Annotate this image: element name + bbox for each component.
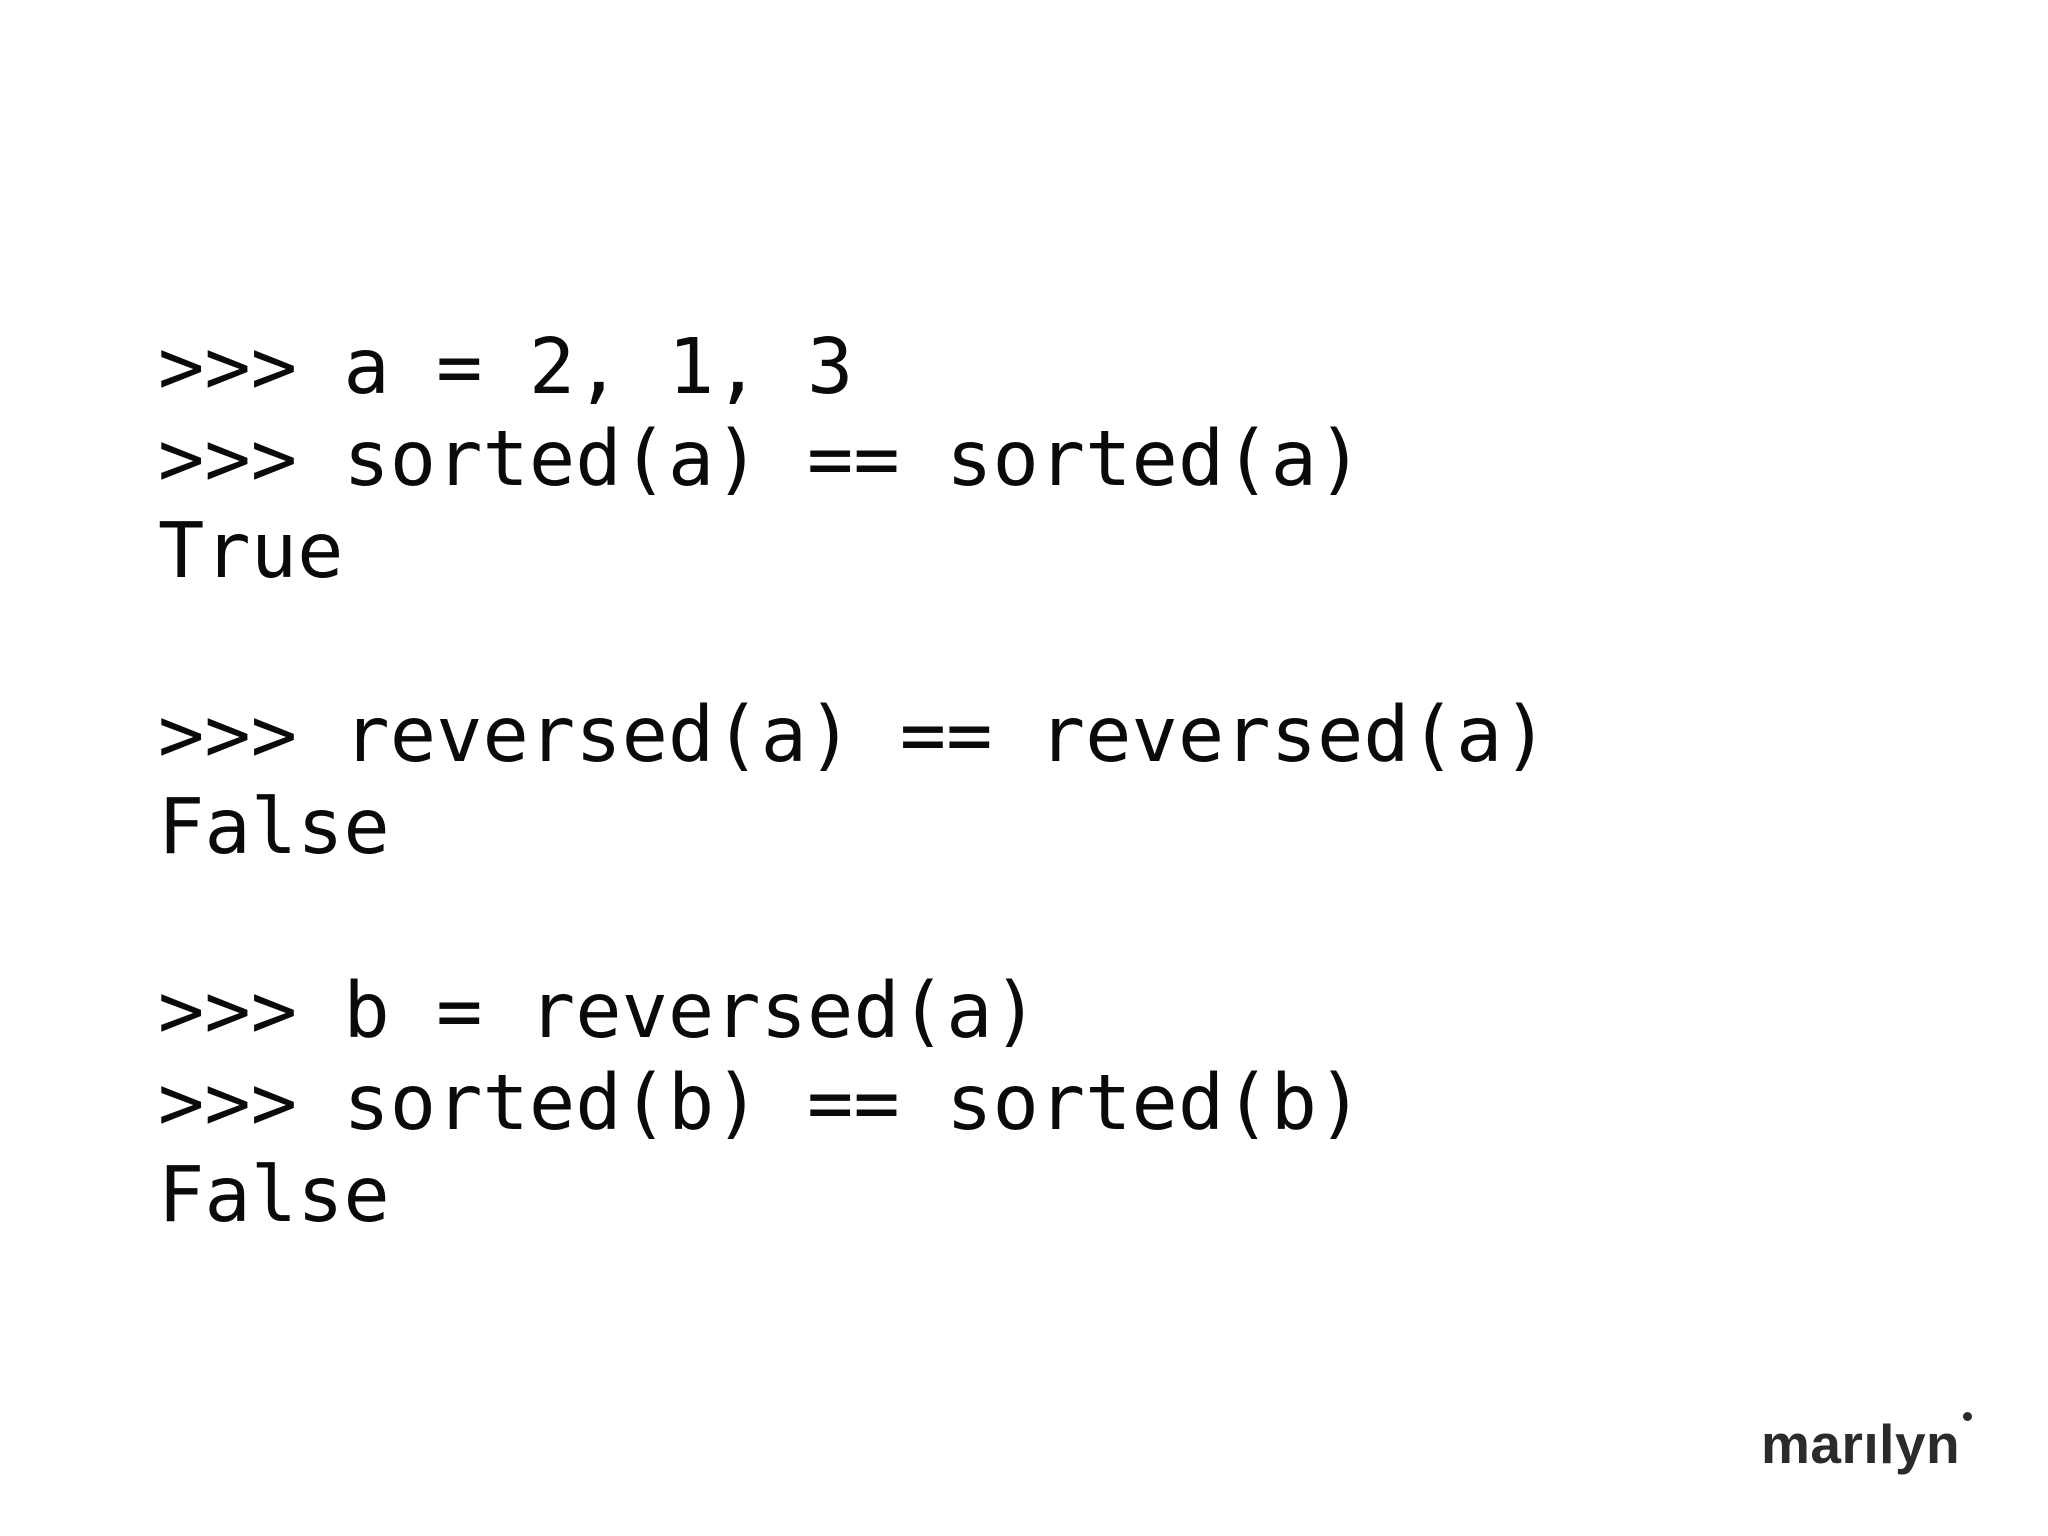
logo: marılyn <box>1761 1417 1960 1472</box>
logo-dot-icon <box>1963 1412 1972 1421</box>
terminal-output: >>> a = 2, 1, 3 >>> sorted(a) == sorted(… <box>158 323 1549 1240</box>
logo-text: marılyn <box>1761 1413 1961 1475</box>
